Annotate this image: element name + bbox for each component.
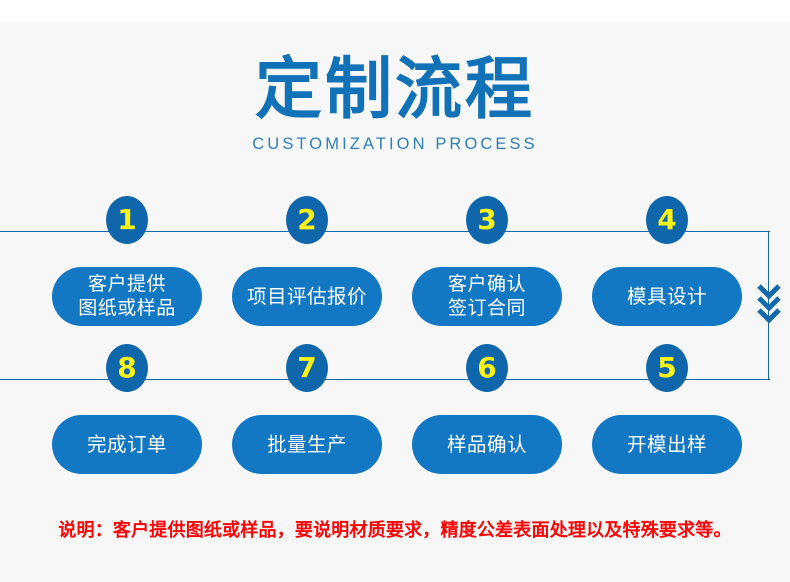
flow-step-1[interactable]: 1 客户提供 图纸或样品 (37, 196, 217, 326)
page-title: 定制流程 (255, 50, 535, 128)
step-label-pill[interactable]: 批量生产 (232, 415, 382, 474)
step-label-pill[interactable]: 项目评估报价 (232, 267, 382, 326)
step-label-line: 完成订单 (86, 432, 167, 456)
flow-step-2[interactable]: 2 项目评估报价 (217, 196, 397, 326)
step-number-badge: 8 (106, 344, 148, 392)
step-label-line: 开模出样 (626, 432, 707, 456)
step-label-line: 项目评估报价 (246, 284, 367, 308)
step-label-line: 签订合同 (447, 296, 526, 319)
step-number-badge: 1 (106, 196, 148, 244)
flow-step-3[interactable]: 3 客户确认 签订合同 (397, 196, 577, 326)
step-number-badge: 2 (286, 196, 328, 244)
page-subtitle: CUSTOMIZATION PROCESS (252, 135, 538, 154)
flow-step-5[interactable]: 5 开模出样 (577, 344, 757, 474)
step-number-badge: 4 (646, 196, 688, 244)
step-label-pill[interactable]: 客户确认 签订合同 (412, 267, 562, 326)
connector-line-row-1 (0, 231, 770, 232)
step-label-pill[interactable]: 模具设计 (592, 267, 742, 326)
step-number-badge: 3 (466, 196, 508, 244)
footer-note: 说明：客户提供图纸或样品，要说明材质要求，精度公差表面处理以及特殊要求等。 (58, 520, 732, 541)
flow-step-6[interactable]: 6 样品确认 (397, 344, 577, 474)
flow-step-8[interactable]: 8 完成订单 (37, 344, 217, 474)
step-label-pill[interactable]: 开模出样 (592, 415, 742, 474)
step-label-pill[interactable]: 完成订单 (52, 415, 202, 474)
header: 定制流程 CUSTOMIZATION PROCESS (0, 54, 790, 154)
step-number-badge: 6 (466, 344, 508, 392)
step-label-line: 客户提供 (87, 273, 166, 296)
flow-row-2: 8 完成订单 7 批量生产 6 样品确认 5 开模出样 (0, 344, 790, 474)
step-label-line: 批量生产 (266, 432, 347, 456)
flow-row-1: 1 客户提供 图纸或样品 2 项目评估报价 3 客户确认 签订合同 4 模具设计 (0, 196, 790, 326)
step-label-line: 样品确认 (446, 432, 527, 456)
step-number-badge: 7 (286, 344, 328, 392)
step-number-badge: 5 (646, 344, 688, 392)
flow-step-7[interactable]: 7 批量生产 (217, 344, 397, 474)
flow-step-4[interactable]: 4 模具设计 (577, 196, 757, 326)
triple-chevron-down-icon (756, 283, 782, 328)
step-label-line: 客户确认 (447, 273, 526, 296)
step-label-line: 模具设计 (626, 284, 707, 308)
step-label-pill[interactable]: 样品确认 (412, 415, 562, 474)
connector-line-row-2 (0, 379, 770, 380)
step-label-pill[interactable]: 客户提供 图纸或样品 (52, 267, 202, 326)
step-label-line: 图纸或样品 (78, 296, 176, 319)
